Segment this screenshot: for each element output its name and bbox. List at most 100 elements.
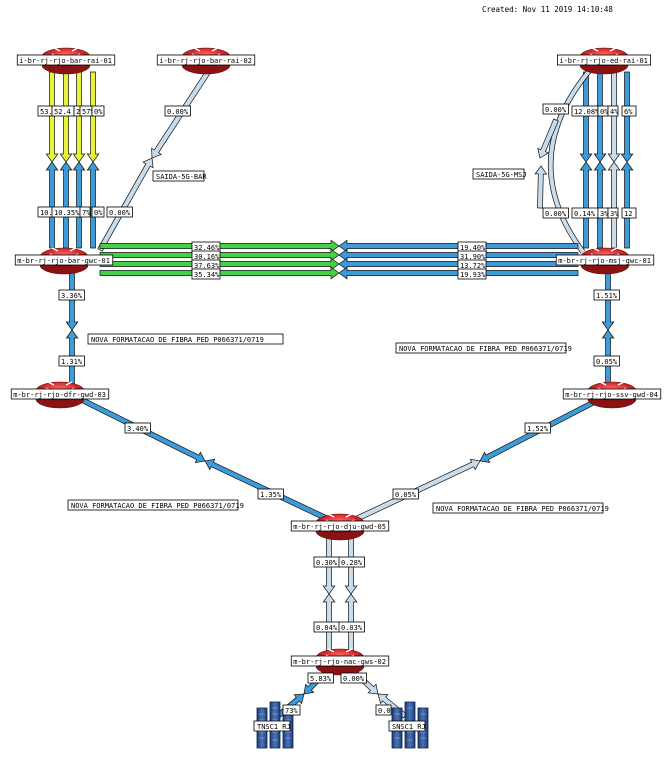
router-label: m-br-rj-rjo-dju-gwd-05 — [293, 523, 386, 531]
pct-box-rt5 — [621, 105, 637, 117]
router-label-box — [290, 520, 390, 532]
router-label-box — [555, 254, 655, 266]
pct-box-rb4 — [607, 207, 619, 219]
server-tnsc1[interactable]: TNSC1_RJ — [253, 701, 294, 749]
pct-box-w2 — [338, 556, 365, 568]
router-bar-rai-02[interactable]: i-br-rj-rjo-bar-rai-02 — [156, 47, 256, 75]
router-label: i-br-rj-rjo-ed-rai-01 — [559, 57, 648, 65]
pct-box-rb1 — [542, 207, 569, 219]
pct-rt5: 6% — [624, 108, 633, 116]
link-bar-uplink-2-out[interactable] — [59, 71, 73, 163]
link-bar-rai02-in[interactable] — [97, 157, 154, 252]
note-nova-formatacao-3: NOVA FORMATACAO DE FIBRA PED P066371/071… — [67, 499, 244, 511]
pct-box-v2b — [593, 355, 620, 367]
pct-w1: 0.30% — [316, 559, 338, 567]
pct-box-b3 — [79, 206, 91, 218]
router-label: m-br-rj-rjo-msj-gwc-01 — [558, 257, 651, 265]
pct-box-b5 — [106, 206, 133, 218]
router-arrow-glyph — [327, 513, 335, 518]
link-msj-uplink-2-in[interactable] — [593, 161, 607, 249]
link-msj-uplink-4-in[interactable] — [620, 161, 634, 249]
router-label-box — [14, 254, 114, 266]
pct-box-v2a — [593, 289, 620, 301]
pct-h3: 13.72% — [460, 262, 486, 270]
pct-rt2: 12.08% — [574, 108, 600, 116]
link-bar-uplink-3-in[interactable] — [72, 161, 86, 249]
router-label: m-br-rj-rjo-bar-gwc-01 — [17, 257, 110, 265]
router-label: m-br-rj-rjo-nac-gws-02 — [293, 658, 386, 666]
pct-v1b: 1.31% — [61, 358, 83, 366]
pct-b1: 10. — [40, 209, 53, 217]
pct-g4: 35.34% — [194, 271, 220, 279]
pct-box-rt4 — [607, 105, 619, 117]
link-msj-uplink-2-out[interactable] — [593, 71, 607, 163]
router-arrow-glyph — [592, 247, 600, 252]
router-arrow-glyph — [51, 247, 59, 252]
link-bar-uplink-3-out[interactable] — [72, 71, 86, 163]
svg-text:NOVA FORMATACAO DE FIBRA PED P: NOVA FORMATACAO DE FIBRA PED P066371/071… — [91, 336, 264, 344]
router-arrow-glyph — [53, 47, 61, 52]
router-ed-rai-01[interactable]: i-br-rj-rjo-ed-rai-01 — [556, 47, 652, 75]
router-ssv-gwd-04[interactable]: m-br-rj-rjo-ssv-gwd-04 — [562, 381, 662, 409]
pct-t6: 0.00% — [167, 108, 189, 116]
pct-w3: 0.04% — [316, 624, 338, 632]
link-msj-uplink-3-out[interactable] — [607, 71, 621, 163]
pct-box-z4 — [375, 704, 392, 716]
router-arrow-glyph — [345, 648, 353, 653]
server-snsc1[interactable]: SNSC1_RJ — [388, 701, 429, 749]
router-msj-gwc-01[interactable]: m-br-rj-rjo-msj-gwc-01 — [555, 247, 655, 275]
router-nac-gws-02[interactable]: m-br-rj-rjo-nac-gws-02 — [290, 648, 390, 676]
link-msj-uplink-1-in[interactable] — [579, 161, 593, 249]
link-msj-saida-head-a[interactable] — [537, 118, 559, 159]
note-nova-formatacao-4: NOVA FORMATACAO DE FIBRA PED P066371/071… — [432, 502, 609, 514]
router-arrow-glyph — [71, 47, 79, 52]
router-arrow-glyph — [345, 513, 353, 518]
svg-text:SAIDA-5G-BAR: SAIDA-5G-BAR — [156, 173, 207, 181]
router-bar-gwc-01[interactable]: m-br-rj-rjo-bar-gwc-01 — [14, 247, 114, 275]
pct-w2: 0.28% — [341, 559, 363, 567]
link-msj-ssv-out[interactable] — [601, 271, 615, 331]
server-label-tnsc1: TNSC1_RJ — [257, 723, 291, 731]
link-msj-uplink-4-out[interactable] — [620, 71, 634, 163]
pct-box-h4 — [457, 268, 487, 280]
routers-layer: i-br-rj-rjo-bar-rai-01 i-br-rj-rjo-bar-ra… — [10, 47, 662, 676]
pct-z2: 0.00% — [343, 675, 365, 683]
router-dju-gwd-05[interactable]: m-br-rj-rjo-dju-gwd-05 — [290, 513, 390, 541]
router-dfr-gwd-03[interactable]: m-br-rj-rjo-dfr-gwd-03 — [10, 381, 110, 409]
note-nova-formatacao-2: NOVA FORMATACAO DE FIBRA PED P066371/071… — [395, 342, 572, 354]
link-bar-dfr-out[interactable] — [65, 271, 79, 331]
router-arrow-glyph — [327, 648, 335, 653]
utilization-labels: 53.52.42%57%0%0.00%10.10.35%7%0%0.00%0.0… — [37, 103, 637, 716]
note-nova-formatacao-1: NOVA FORMATACAO DE FIBRA PED P066371/071… — [87, 333, 284, 345]
pct-box-t6 — [164, 105, 191, 117]
router-arrow-glyph — [65, 381, 73, 386]
pct-b4: 0% — [94, 209, 103, 217]
link-msj-uplink-3-in[interactable] — [607, 161, 621, 249]
router-label: i-br-rj-rjo-bar-rai-02 — [159, 57, 252, 65]
router-arrow-glyph — [617, 381, 625, 386]
link-bar-uplink-1-in[interactable] — [45, 161, 59, 249]
pct-d3: 1.52% — [527, 425, 549, 433]
link-bar-uplink-2-in[interactable] — [59, 161, 73, 249]
pct-b2: 10.35% — [54, 209, 80, 217]
pct-t2: 52.4 — [54, 108, 71, 116]
router-label-box — [16, 54, 116, 66]
pct-box-v1a — [58, 289, 85, 301]
pct-t5: 0% — [94, 108, 103, 116]
router-label-box — [290, 655, 390, 667]
pct-h2: 31.90% — [460, 253, 486, 261]
link-msj-saida-head-b[interactable] — [534, 165, 548, 209]
router-label-box — [556, 54, 652, 66]
svg-text:NOVA FORMATACAO DE FIBRA PED P: NOVA FORMATACAO DE FIBRA PED P066371/071… — [399, 345, 572, 353]
link-msj-uplink-1-out[interactable] — [579, 71, 593, 163]
server-label-snsc1: SNSC1_RJ — [392, 723, 426, 731]
router-bar-rai-01[interactable]: i-br-rj-rjo-bar-rai-01 — [16, 47, 116, 75]
pct-g3: 37.63% — [194, 262, 220, 270]
link-msj-saida[interactable] — [548, 68, 592, 254]
link-bar-uplink-1-out[interactable] — [45, 71, 59, 163]
link-bar-uplink-4-in[interactable] — [86, 161, 100, 249]
link-bar-uplink-4-out[interactable] — [86, 71, 100, 163]
pct-box-z1 — [307, 672, 334, 684]
pct-w4: 0.03% — [341, 624, 363, 632]
